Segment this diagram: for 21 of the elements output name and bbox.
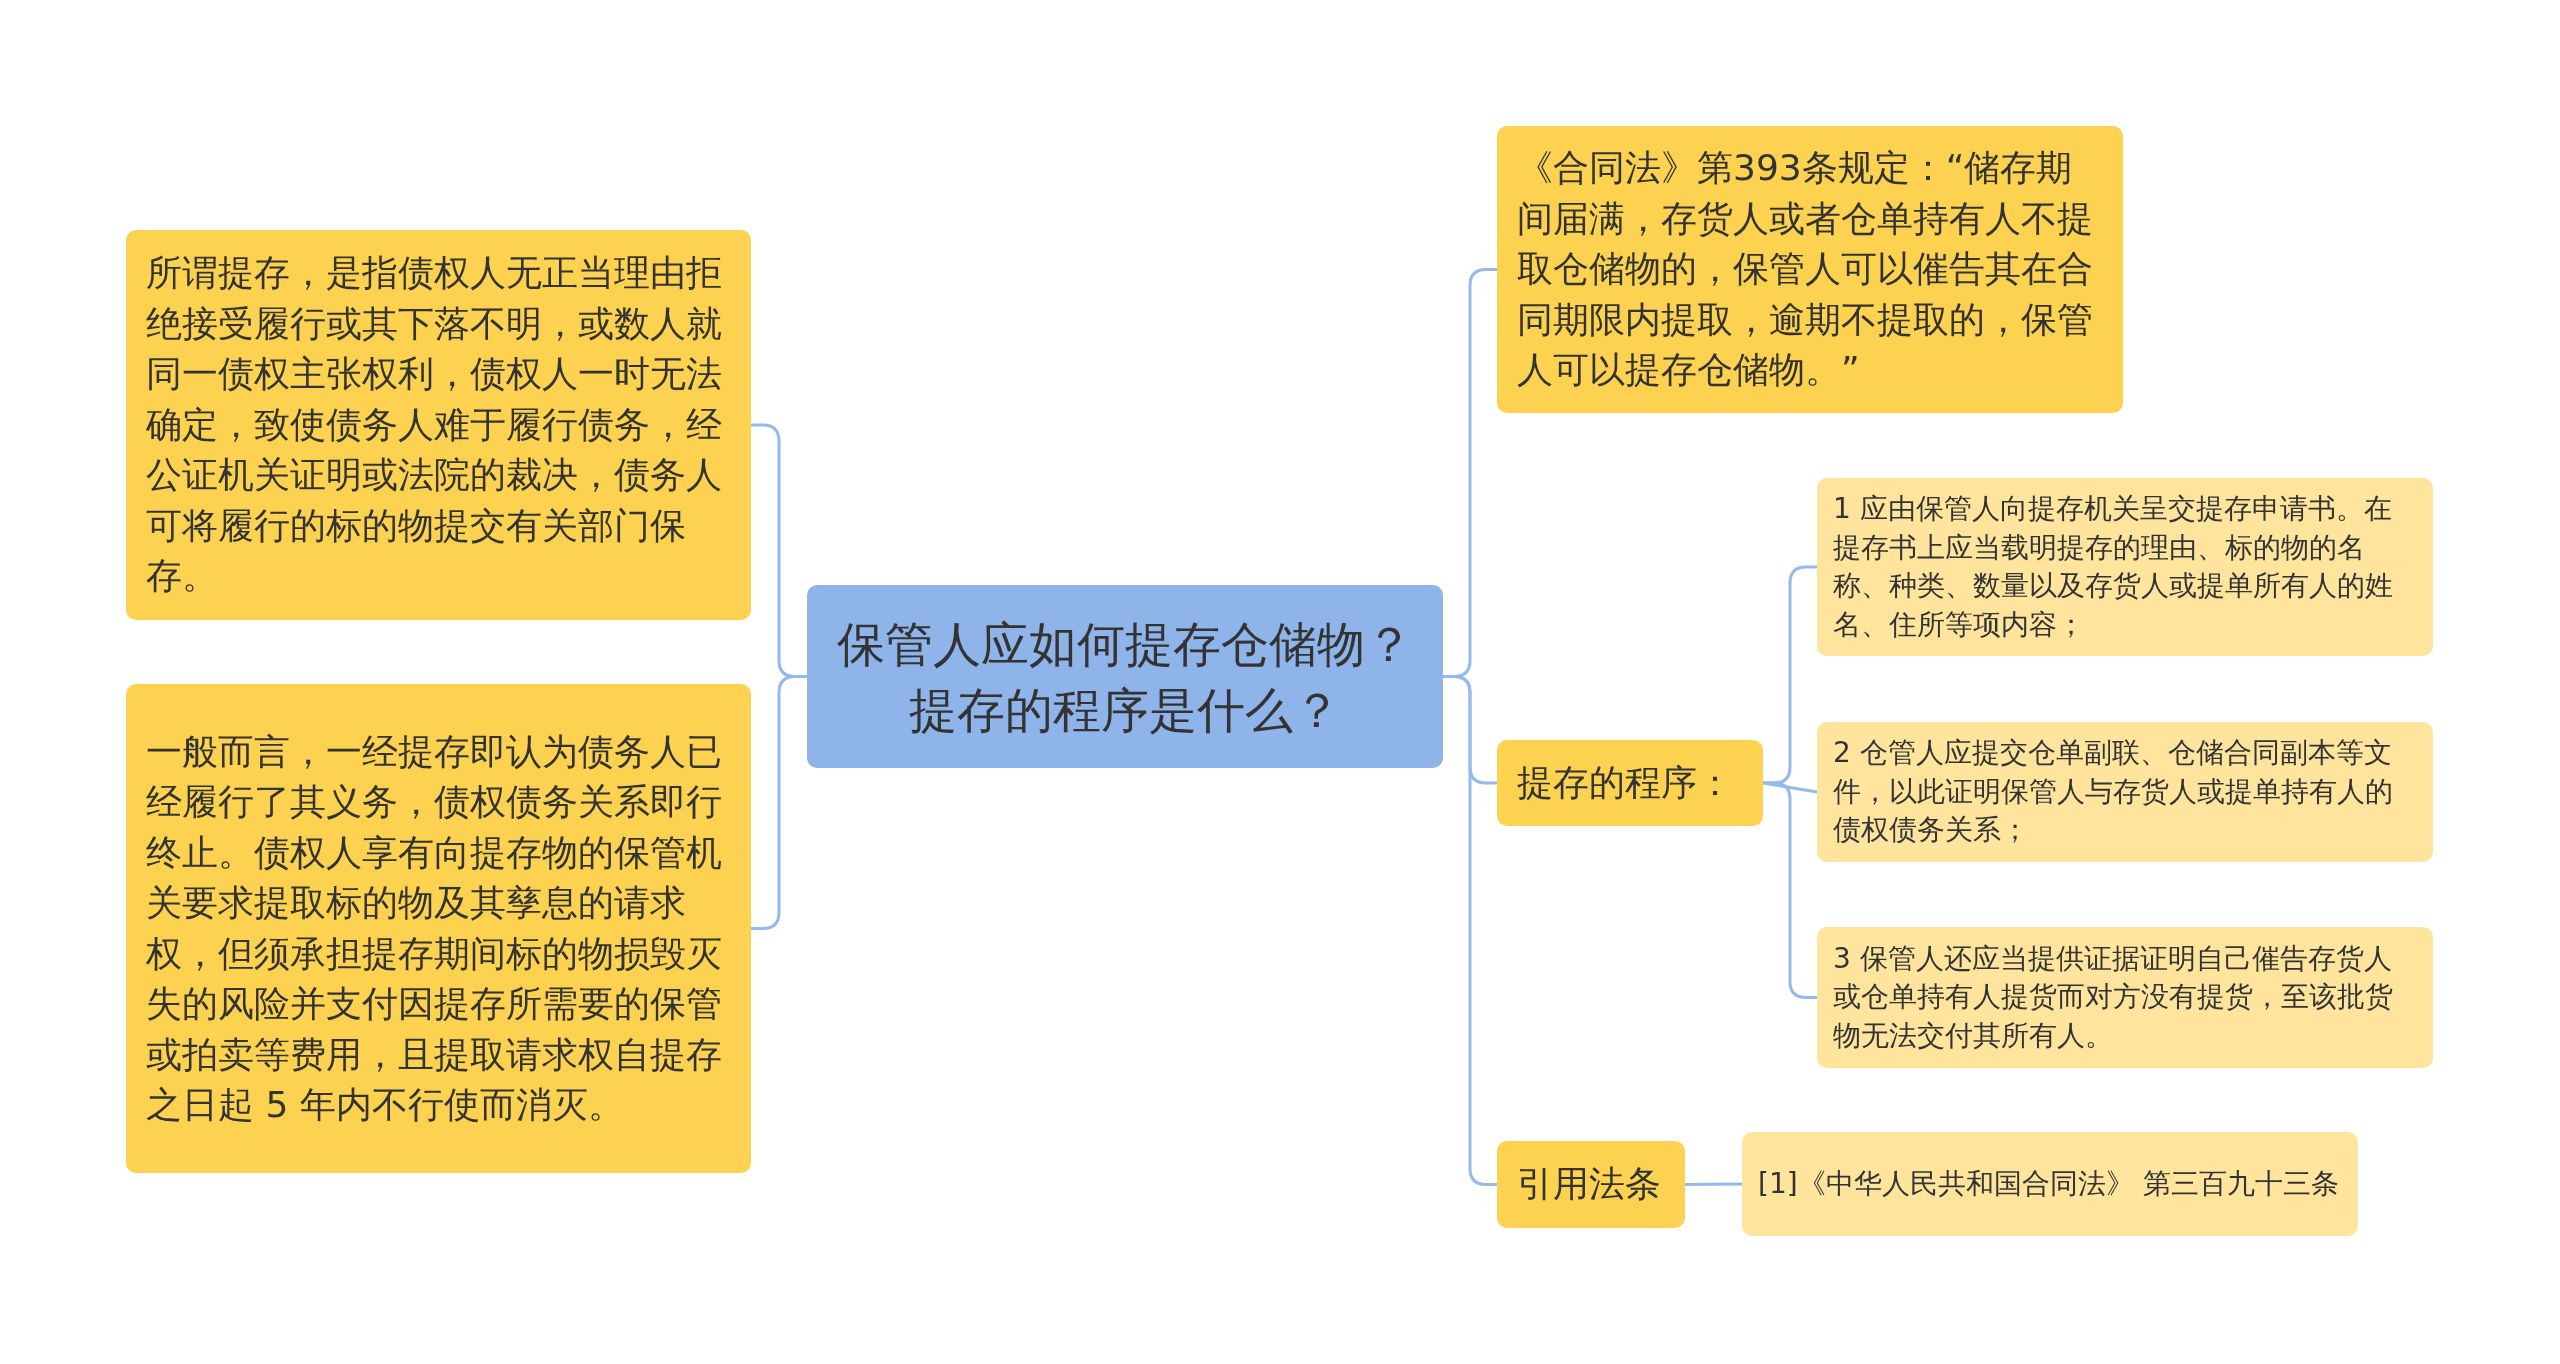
topic-box: [1497, 126, 2123, 413]
node-text: 1 应由保管人向提存机关呈交提存申请书。在提存书上应当载明提存的理由、标的物的名称、种类、数量以及存货人或提单所有人的姓名、住所等项内容；: [1833, 491, 2394, 643]
note-box: [1817, 722, 2433, 862]
node-text: [1]《中华人民共和国合同法》 第三百九十三条: [1758, 1165, 2339, 1202]
topic-box: [1497, 1141, 1685, 1228]
node-text: 一般而言，一经提存即认为债务人已经履行了其义务，债权债务关系即行终止。债权人享有向提存物的保管机关要求提取标的物及其孳息的请求权，但须承担提存期间标的物损毁灭失的风险并支付因提存所需要的保管或拍卖等费用，且提取请求权自提存之日起 5 年内不行使而消灭。: [146, 729, 723, 1127]
note-box: [1742, 1132, 2358, 1236]
connector-line: [1685, 1182, 1742, 1186]
topic-box: [1497, 740, 1763, 826]
topic-box: [126, 230, 751, 620]
node-text: 提存的程序：: [1517, 760, 1733, 805]
node-text: 所谓提存，是指债权人无正当理由拒绝接受履行或其下落不明，或数人就同一债权主张权利，债权人一时无法确定，致使债务人难于履行债务，经公证机关证明或法院的裁决，债务人可将履行的标的物提交有关部门保存。: [146, 251, 723, 599]
note-box: [1817, 927, 2433, 1068]
node-text: 《合同法》第393条规定：“储存期间届满，存货人或者仓单持有人不提取仓储物的，保管人可以催告其在合同期限内提取，逾期不提取的，保管人可以提存仓储物。”: [1517, 146, 2094, 393]
node-text: 3 保管人还应当提供证据证明自己催告存货人或仓单持有人提货而对方没有提货，至该批货物无法交付其所有人。: [1833, 940, 2394, 1054]
topic-box: [126, 684, 751, 1173]
node-text: 保管人应如何提存仓储物？提存的程序是什么？: [837, 614, 1413, 740]
note-box: [1817, 478, 2433, 656]
topic-box: [807, 585, 1443, 768]
node-text: 引用法条: [1517, 1162, 1661, 1207]
node-text: 2 仓管人应提交仓单副联、仓储合同副本等文件，以此证明保管人与存货人或提单持有人的债权债务关系；: [1833, 735, 2394, 849]
